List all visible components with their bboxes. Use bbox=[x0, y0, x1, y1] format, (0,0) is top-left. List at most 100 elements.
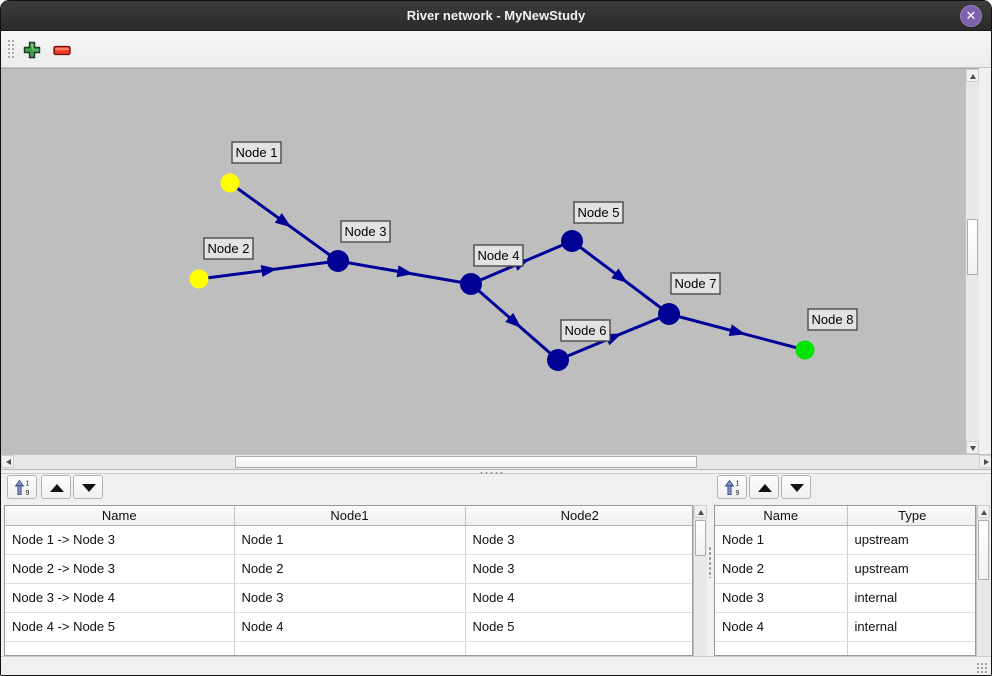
empty-cell bbox=[847, 641, 975, 655]
nodes-vertical-scrollbar[interactable] bbox=[976, 505, 990, 675]
node-label-box-node2[interactable] bbox=[203, 237, 254, 260]
connections-move-up-button[interactable] bbox=[41, 475, 71, 499]
node-label-node2: Node 2 bbox=[208, 241, 250, 256]
node-label-node1: Node 1 bbox=[236, 145, 278, 160]
node-label-box-node5[interactable] bbox=[573, 201, 624, 224]
node-circle-node5[interactable] bbox=[561, 230, 583, 252]
node-label-node8: Node 8 bbox=[812, 312, 854, 327]
scroll-thumb[interactable] bbox=[235, 456, 697, 468]
scroll-thumb[interactable] bbox=[978, 520, 989, 580]
table-cell[interactable]: Node 1 bbox=[234, 525, 466, 555]
canvas-horizontal-scrollbar[interactable] bbox=[1, 454, 991, 469]
table-cell[interactable]: internal bbox=[847, 583, 975, 613]
node-label-box-node6[interactable] bbox=[560, 319, 611, 342]
scroll-left-button[interactable] bbox=[1, 455, 14, 468]
sort-ascending-icon: 1 9 bbox=[724, 479, 740, 496]
table-cell[interactable]: Node 2 bbox=[234, 554, 466, 584]
add-button[interactable] bbox=[19, 37, 45, 63]
sort-ascending-icon: 1 9 bbox=[14, 479, 30, 496]
scroll-up-button[interactable] bbox=[694, 505, 707, 518]
vertical-splitter[interactable] bbox=[708, 546, 712, 578]
left-arrow-icon bbox=[6, 459, 11, 465]
table-header-cell[interactable]: Node2 bbox=[465, 506, 692, 526]
scroll-down-button[interactable] bbox=[966, 441, 979, 454]
node-label-box-node8[interactable] bbox=[807, 308, 858, 331]
table-cell[interactable]: Node 3 bbox=[465, 554, 692, 584]
close-button[interactable]: ✕ bbox=[960, 5, 982, 27]
up-arrow-icon bbox=[50, 484, 64, 492]
nodes-move-down-button[interactable] bbox=[781, 475, 811, 499]
table-cell[interactable]: upstream bbox=[847, 554, 975, 584]
table-cell[interactable]: Node 3 bbox=[234, 583, 466, 613]
down-arrow-icon bbox=[970, 446, 976, 451]
node-label-node7: Node 7 bbox=[675, 276, 717, 291]
node-circle-node3[interactable] bbox=[327, 250, 349, 272]
table-cell[interactable]: Node 2 -> Node 3 bbox=[5, 554, 235, 584]
remove-button[interactable] bbox=[49, 37, 75, 63]
node-circle-node6[interactable] bbox=[547, 349, 569, 371]
svg-text:9: 9 bbox=[736, 490, 740, 496]
toolbar-drag-handle-icon[interactable] bbox=[7, 39, 15, 60]
svg-text:1: 1 bbox=[26, 481, 30, 488]
connections-move-down-button[interactable] bbox=[73, 475, 103, 499]
table-cell[interactable]: Node 3 bbox=[465, 525, 692, 555]
node-circle-node8[interactable] bbox=[795, 340, 815, 360]
table-cell[interactable]: upstream bbox=[847, 525, 975, 555]
resize-grip[interactable] bbox=[976, 662, 988, 674]
table-cell[interactable]: Node 4 bbox=[715, 612, 848, 642]
scroll-right-button[interactable] bbox=[979, 455, 991, 468]
edge-arrowhead-icon bbox=[611, 268, 628, 283]
node-label-box-node1[interactable] bbox=[231, 141, 282, 164]
node-label-box-node3[interactable] bbox=[340, 220, 391, 243]
table-cell[interactable]: Node 4 bbox=[234, 612, 466, 642]
scroll-up-button[interactable] bbox=[977, 505, 990, 518]
table-cell[interactable]: Node 5 bbox=[465, 612, 692, 642]
empty-table-row bbox=[715, 641, 975, 655]
table-cell[interactable]: Node 4 -> Node 5 bbox=[5, 612, 235, 642]
node-circle-node4[interactable] bbox=[460, 273, 482, 295]
connections-vertical-scrollbar[interactable] bbox=[693, 505, 707, 675]
splitter-handle-icon bbox=[479, 471, 505, 474]
node-label-node3: Node 3 bbox=[345, 224, 387, 239]
canvas-vertical-scrollbar[interactable] bbox=[965, 69, 979, 455]
node-circle-node2[interactable] bbox=[189, 269, 209, 289]
node-circle-node7[interactable] bbox=[658, 303, 680, 325]
horizontal-splitter[interactable] bbox=[1, 469, 991, 474]
table-cell[interactable]: Node 1 bbox=[715, 525, 848, 555]
node-circle-node1[interactable] bbox=[220, 173, 240, 193]
table-header-cell[interactable]: Type bbox=[847, 506, 975, 526]
scroll-thumb[interactable] bbox=[967, 219, 978, 275]
table-cell[interactable]: internal bbox=[847, 612, 975, 642]
node-label-box-node7[interactable] bbox=[670, 272, 721, 295]
titlebar[interactable]: River network - MyNewStudy ✕ bbox=[1, 1, 991, 31]
table-cell[interactable]: Node 2 bbox=[715, 554, 848, 584]
scroll-up-button[interactable] bbox=[966, 69, 979, 82]
table-cell[interactable]: Node 3 bbox=[715, 583, 848, 613]
nodes-move-up-button[interactable] bbox=[749, 475, 779, 499]
table-cell[interactable]: Node 3 -> Node 4 bbox=[5, 583, 235, 613]
table-cell[interactable]: Node 4 bbox=[465, 583, 692, 613]
node-label-box-node4[interactable] bbox=[473, 244, 524, 267]
table-cell[interactable]: Node 1 -> Node 3 bbox=[5, 525, 235, 555]
connections-sort-button[interactable]: 1 9 bbox=[7, 475, 37, 499]
nodes-sort-button[interactable]: 1 9 bbox=[717, 475, 747, 499]
up-arrow-icon bbox=[981, 510, 987, 515]
table-header-cell[interactable]: Node1 bbox=[234, 506, 466, 526]
table-header-cell[interactable]: Name bbox=[715, 506, 848, 526]
scroll-thumb[interactable] bbox=[695, 520, 706, 556]
table-header-cell[interactable]: Name bbox=[5, 506, 235, 526]
svg-text:1: 1 bbox=[736, 481, 740, 488]
